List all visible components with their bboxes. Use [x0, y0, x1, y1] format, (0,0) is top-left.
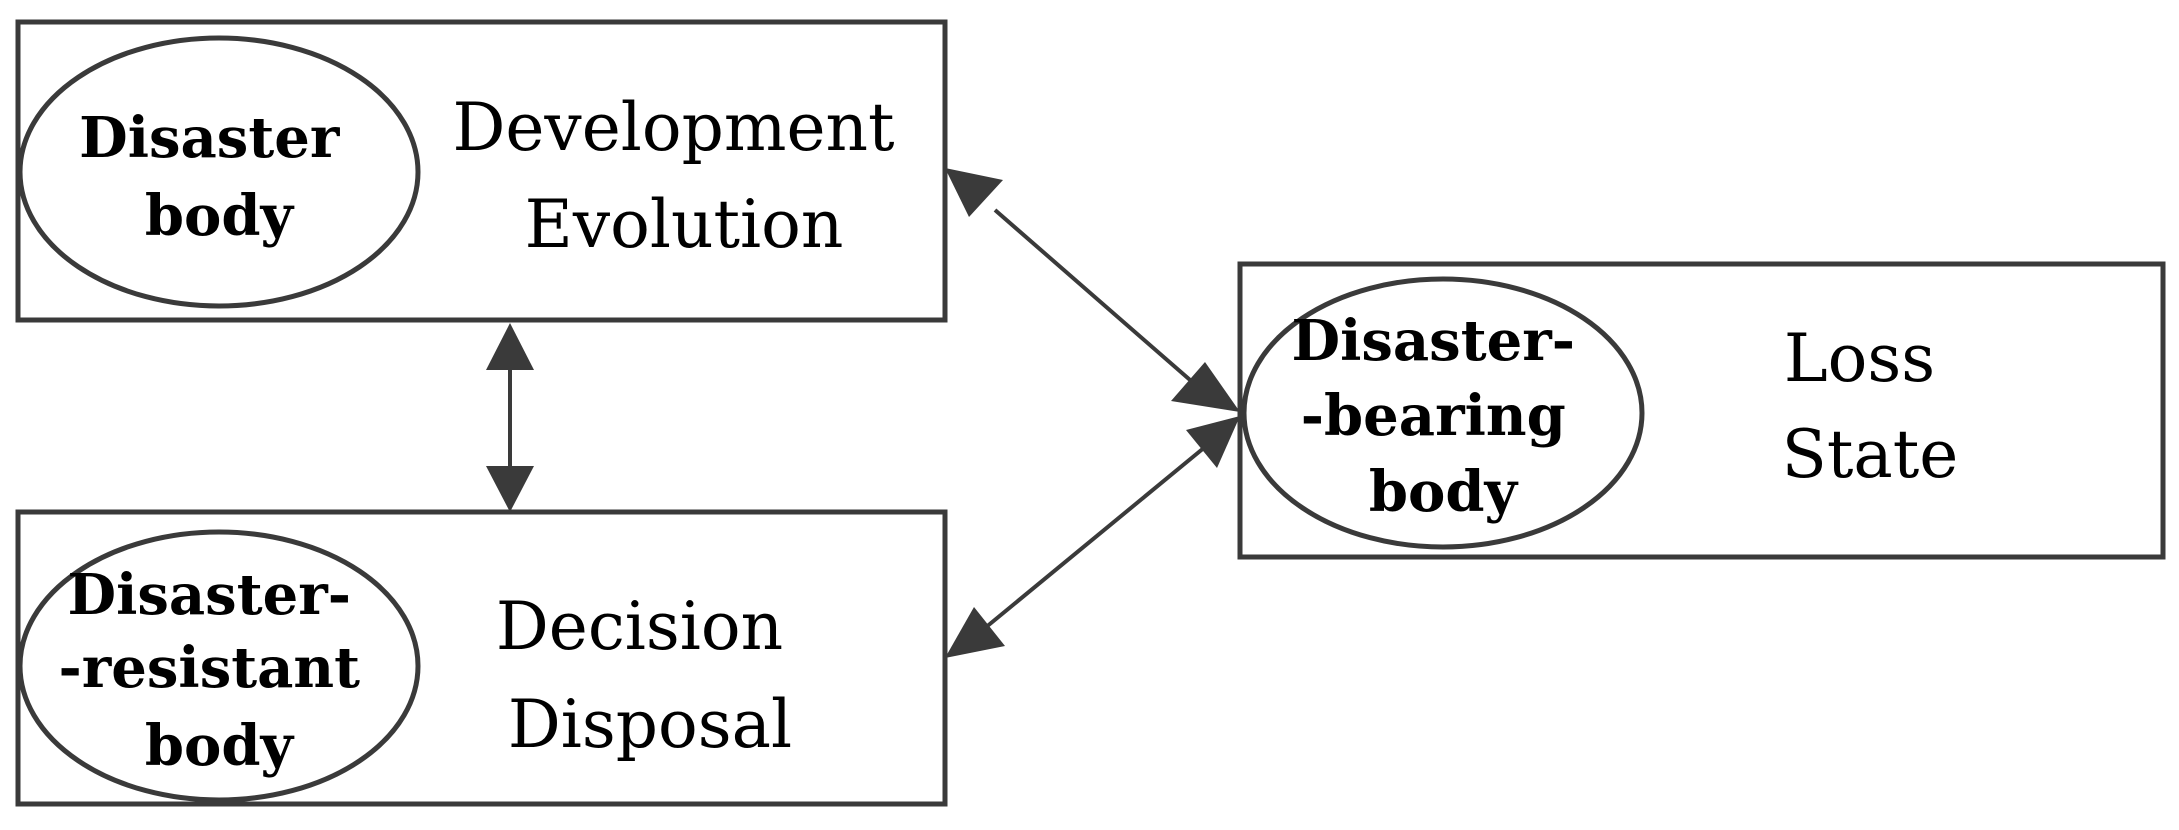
arrowhead-down — [486, 466, 534, 512]
edge-resistant-to-bearing — [983, 445, 1207, 630]
decision-disposal-line-1: Decision — [496, 588, 783, 665]
disaster-bearing-body-line-2: -bearing — [1301, 383, 1566, 449]
node-disaster-body: Disaster body Development Evolution — [15, 19, 948, 323]
disaster-resistant-body-line-2: -resistant — [59, 635, 361, 701]
disaster-bearing-body-label: Disaster- -bearing body — [1292, 308, 1595, 525]
disaster-resistant-body-line-3: body — [145, 713, 295, 779]
disaster-bearing-body-ellipse — [1241, 276, 1645, 550]
edge-body-to-bearing — [993, 208, 1207, 395]
connectors — [486, 168, 1240, 658]
disaster-body-line-1: Disaster — [79, 105, 341, 171]
development-evolution-line-2: Evolution — [525, 186, 844, 263]
arrowhead-body-end — [945, 168, 1003, 217]
disaster-bearing-body-line-3: body — [1369, 459, 1519, 525]
loss-state-line-2: State — [1782, 416, 1959, 493]
arrowhead-resistant-end — [945, 607, 1005, 658]
disaster-bearing-body-line-1: Disaster- — [1292, 308, 1575, 374]
node-disaster-bearing-body: Disaster- -bearing body Loss State — [1237, 261, 2166, 560]
disaster-resistant-body-line-1: Disaster- — [68, 562, 351, 628]
arrowhead-up — [486, 323, 534, 370]
arrowhead-bearing-bottom-end — [1186, 416, 1240, 468]
arrowhead-bearing-top-end — [1171, 362, 1240, 412]
disaster-resistant-body-ellipse — [17, 529, 421, 803]
disaster-resistant-body-label: Disaster- -resistant body — [59, 562, 380, 779]
development-evolution-line-1: Development — [452, 89, 894, 166]
decision-disposal-label: Decision Disposal — [496, 588, 804, 763]
development-evolution-label: Development Evolution — [452, 89, 915, 263]
loss-state-line-1: Loss — [1784, 320, 1935, 397]
disaster-body-ellipse — [17, 35, 421, 309]
decision-disposal-line-2: Disposal — [508, 686, 792, 763]
node-disaster-resistant-body: Disaster- -resistant body Decision Dispo… — [15, 509, 948, 807]
disaster-body-label: Disaster body — [79, 105, 359, 249]
loss-state-label: Loss State — [1782, 320, 1959, 493]
disaster-body-line-2: body — [145, 183, 295, 249]
